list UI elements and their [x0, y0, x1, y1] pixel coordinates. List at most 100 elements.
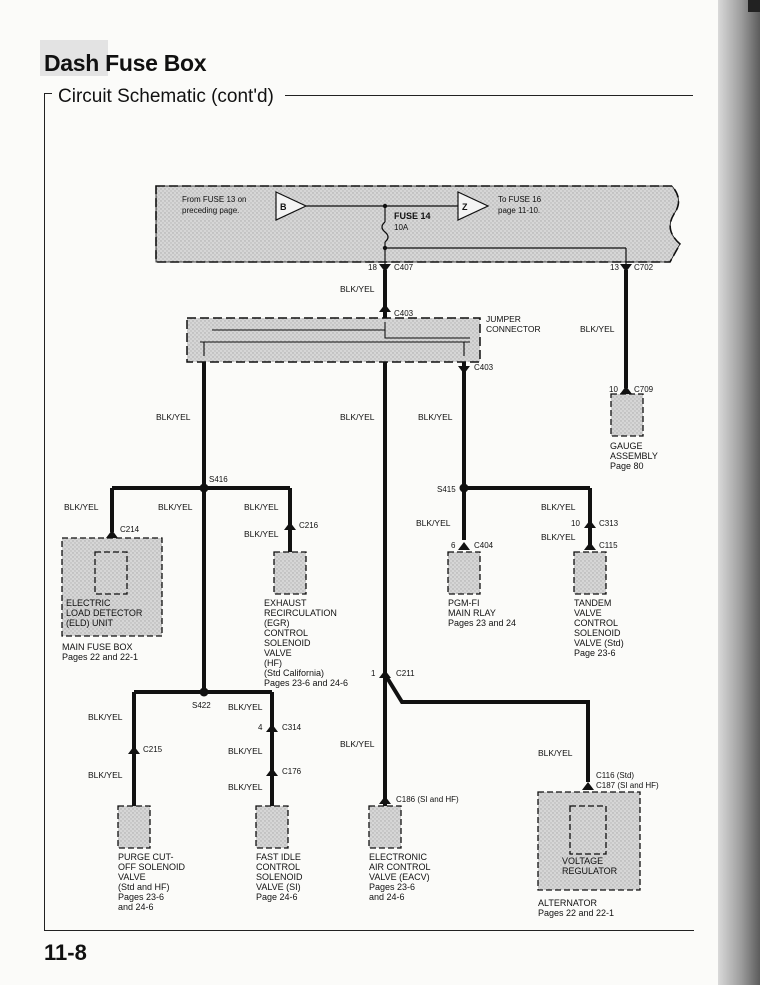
c407-label: C407 [394, 263, 414, 272]
egr-label: EXHAUST [264, 598, 307, 608]
c709-pin: 10 [609, 385, 618, 394]
fuse-14-rating: 10A [394, 223, 409, 232]
c709-label: C709 [634, 385, 654, 394]
jumper-label-line2: CONNECTOR [486, 324, 541, 334]
from-fuse-note-line1: From FUSE 13 on [182, 195, 246, 204]
c115-connector-icon [584, 542, 596, 550]
main-wiring [110, 270, 628, 820]
c313-pin: 10 [571, 519, 580, 528]
to-fuse-16-arrow-icon [457, 191, 490, 221]
wire-label: BLK/YEL [228, 782, 263, 792]
c403-bottom-connector-icon [458, 366, 470, 374]
s416-label: S416 [209, 475, 228, 484]
c709-connector-icon [620, 386, 632, 394]
fast-idle-label: CONTROL [256, 862, 300, 872]
wire-label: BLK/YEL [541, 502, 576, 512]
eacv-label: Pages 23-6 [369, 882, 415, 892]
to-marker-z: Z [462, 202, 468, 212]
wire-label: BLK/YEL [88, 770, 123, 780]
splice-s415-icon [459, 483, 469, 493]
connector-labels: 18 C407 13 C702 C403 C403 10 C709 C214 C… [120, 263, 659, 804]
wire-label: BLK/YEL [158, 502, 193, 512]
s415-label: S415 [437, 485, 456, 494]
purge-label: and 24-6 [118, 902, 154, 912]
fuse-14-label: FUSE 14 [394, 211, 431, 221]
subtitle-rule [285, 95, 693, 96]
frame-bottom-rule [44, 930, 694, 931]
c403-bottom-label: C403 [474, 363, 494, 372]
tandem-label: Page 23-6 [574, 648, 616, 658]
wire-color-labels: BLK/YEL BLK/YEL BLK/YEL BLK/YEL BLK/YEL … [64, 284, 615, 792]
eacv-label: and 24-6 [369, 892, 405, 902]
wire-label: BLK/YEL [580, 324, 615, 334]
c211-pin: 1 [371, 669, 376, 678]
c176-label: C176 [282, 767, 302, 776]
eld-label: ELECTRIC [66, 598, 111, 608]
gauge-label: GAUGE [610, 441, 643, 451]
section-tab-decoration [40, 40, 108, 76]
egr-label: (EGR) [264, 618, 290, 628]
from-fuse-13-arrow-icon [275, 191, 308, 221]
splice-s416-icon [199, 483, 209, 493]
page-title: Dash Fuse Box [44, 50, 207, 76]
wire-label: BLK/YEL [416, 518, 451, 528]
eacv-label: ELECTRONIC [369, 852, 428, 862]
wire-label: BLK/YEL [538, 748, 573, 758]
purge-label: VALVE [118, 872, 146, 882]
c216-label: C216 [299, 521, 319, 530]
c314-pin: 4 [258, 723, 263, 732]
wire-label: BLK/YEL [418, 412, 453, 422]
voltage-regulator-label: REGULATOR [562, 866, 618, 876]
frame-top-tick [44, 93, 52, 94]
alternator-label: Pages 22 and 22-1 [538, 908, 614, 918]
c313-connector-icon [584, 520, 596, 528]
c214-label: C214 [120, 525, 140, 534]
c176-connector-icon [266, 768, 278, 776]
alternator-label: ALTERNATOR [538, 898, 598, 908]
eacv-box [368, 805, 402, 849]
c116-label: C116 (Std) [596, 771, 634, 780]
c214-connector-icon [106, 530, 118, 538]
eacv-label: AIR CONTROL [369, 862, 431, 872]
voltage-regulator-label: VOLTAGE [562, 856, 603, 866]
gauge-label: ASSEMBLY [610, 451, 658, 461]
egr-label: CONTROL [264, 628, 308, 638]
fast-idle-label: SOLENOID [256, 872, 303, 882]
wire-label: BLK/YEL [228, 702, 263, 712]
tandem-label: VALVE [574, 608, 602, 618]
eacv-label: VALVE (EACV) [369, 872, 430, 882]
c407-pin: 18 [368, 263, 377, 272]
pgmfi-label: Pages 23 and 24 [448, 618, 516, 628]
wire-label: BLK/YEL [244, 502, 279, 512]
fast-idle-label: VALVE (SI) [256, 882, 301, 892]
c404-pin: 6 [451, 541, 456, 550]
wire-label: BLK/YEL [244, 529, 279, 539]
c702-connector-icon [620, 264, 632, 272]
c116-connector-icon [582, 782, 594, 790]
c186-label: C186 (SI and HF) [396, 795, 459, 804]
c186-connector-icon [379, 796, 391, 804]
c702-pin: 13 [610, 263, 619, 272]
c404-label: C404 [474, 541, 494, 550]
splice-s422-icon [199, 687, 209, 697]
fuse-14-symbol-icon [381, 221, 389, 243]
wire-label: BLK/YEL [228, 746, 263, 756]
to-fuse-note-line2: page 11-10. [498, 206, 540, 215]
purge-valve-box [117, 805, 151, 849]
component-boxes [61, 393, 644, 891]
egr-label: VALVE [264, 648, 292, 658]
c314-connector-icon [266, 724, 278, 732]
pgmfi-label: PGM-FI [448, 598, 480, 608]
egr-label: SOLENOID [264, 638, 311, 648]
c407-connector-icon [379, 264, 391, 272]
tandem-label: VALVE (Std) [574, 638, 624, 648]
c404-connector-icon [458, 542, 470, 550]
pgmfi-relay-box [447, 551, 481, 595]
c702-label: C702 [634, 263, 654, 272]
pgmfi-label: MAIN RLAY [448, 608, 496, 618]
eld-label: LOAD DETECTOR [66, 608, 143, 618]
jumper-label-line1: JUMPER [486, 314, 521, 324]
gauge-label: Page 80 [610, 461, 644, 471]
dash-fuse-box: From FUSE 13 on preceding page. B Z To F… [155, 185, 682, 270]
wire-label: BLK/YEL [156, 412, 191, 422]
